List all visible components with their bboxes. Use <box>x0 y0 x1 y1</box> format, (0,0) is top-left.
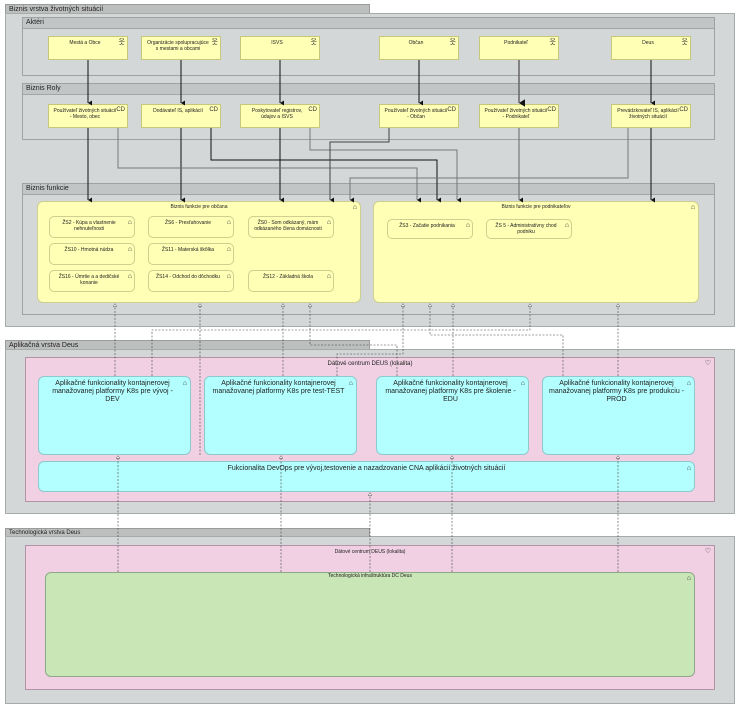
function-icon: ⌂ <box>226 219 231 226</box>
actor-icon: 웃 <box>118 39 125 46</box>
actor-icon: 웃 <box>310 39 317 46</box>
app-function-test[interactable]: Aplikačné funkcionality kontajnerovej ma… <box>204 376 357 455</box>
function-icon: ⌂ <box>127 246 132 253</box>
actors-group-title: Aktéri <box>23 18 714 29</box>
citizen-functions-title: Biznis funkcie pre občana <box>170 204 228 210</box>
function-label: ŽS 5 - Administratívny chod podniku <box>495 223 557 235</box>
role-label: Prevádzkovateľ IS, aplikácií životných s… <box>617 108 679 120</box>
function-label: ŽS12 - Základná škola <box>262 274 314 280</box>
app-function-dev[interactable]: Aplikačné funkcionality kontajnerovej ma… <box>38 376 191 455</box>
role-prevadzkovatel[interactable]: Prevádzkovateľ IS, aplikácií životných s… <box>611 104 691 128</box>
function-icon: ⌂ <box>226 246 231 253</box>
actor-icon: 웃 <box>549 39 556 46</box>
function-icon: ⌂ <box>686 575 691 582</box>
role-icon: CD <box>447 107 456 113</box>
function-zs2[interactable]: ŽS2 - Kúpa a vlastnenie nehnuteľnosti ⌂ <box>49 216 135 238</box>
actor-label: Mestá a Obce <box>69 40 101 46</box>
function-zs11[interactable]: ŽS11 - Materská škôlka ⌂ <box>148 243 234 265</box>
role-icon: CD <box>308 107 317 113</box>
business-functions-title: Biznis funkcie pre podnikateľov <box>501 204 571 210</box>
function-zs12[interactable]: ŽS12 - Základná škola ⌂ <box>248 270 334 292</box>
function-label: ŽS14 - Odchod do dôchodku <box>156 274 220 280</box>
function-zs10[interactable]: ŽS10 - Hmotná núdza ⌂ <box>49 243 135 265</box>
app-node-title: Dátové centrum DEUS (lokalita) <box>327 361 413 367</box>
function-label: ŽS2 - Kúpa a vlastnenie nehnuteľnosti <box>62 220 116 232</box>
app-function-devops[interactable]: Fukcionalita DevOps pre vývoj,testovenie… <box>38 461 695 492</box>
role-label: Poskytovateľ registrov, údajov a ISVS <box>251 108 303 120</box>
role-mesto-obec[interactable]: Používateľ životných situácií - Mesto, o… <box>48 104 128 128</box>
business-functions[interactable]: Biznis funkcie pre podnikateľov ⌂ <box>373 201 699 303</box>
function-label: ŽS6 - Presťahovanie <box>164 220 212 226</box>
actor-icon: 웃 <box>449 39 456 46</box>
function-label: ŽS3 - Začatie podnikania <box>399 223 455 229</box>
function-icon: ⌂ <box>564 222 569 229</box>
function-zs6[interactable]: ŽS6 - Presťahovanie ⌂ <box>148 216 234 238</box>
actor-podnikatel[interactable]: Podnikateľ 웃 <box>479 36 559 60</box>
role-icon: CD <box>209 107 218 113</box>
actor-label: Organizácie spolupracujúce s mestami a o… <box>147 40 209 52</box>
tech-infrastructure[interactable]: Technologická infraštruktúra DC Deus ⌂ <box>45 572 695 677</box>
function-label: ŽS0 - Som odkázaný, mám odkázaného člena… <box>254 220 322 232</box>
functions-group-title: Biznis funkcie <box>23 184 714 195</box>
actor-label: Podnikateľ <box>504 40 528 46</box>
app-function-label: Aplikačné funkcionality kontajnerovej ma… <box>385 380 516 403</box>
role-label: Používateľ životných situácií - Mesto, o… <box>53 108 117 120</box>
actor-obcan[interactable]: Občan 웃 <box>379 36 459 60</box>
function-icon: ⌂ <box>465 222 470 229</box>
function-icon: ⌂ <box>182 380 187 387</box>
function-zs5[interactable]: ŽS 5 - Administratívny chod podniku ⌂ <box>486 219 572 239</box>
tech-infra-label: Technologická infraštruktúra DC Deus <box>328 573 412 579</box>
function-icon: ⌂ <box>520 380 525 387</box>
function-label: ŽS11 - Materská škôlka <box>161 247 215 253</box>
function-label: ŽS16 - Úmrtie a a dedičské konanie <box>58 274 120 286</box>
role-dodavatel[interactable]: Dodávateľ IS, aplikácií CD <box>141 104 221 128</box>
app-function-edu[interactable]: Aplikačné funkcionality kontajnerovej ma… <box>376 376 529 455</box>
actor-label: Občan <box>408 40 424 46</box>
location-icon: ♡ <box>704 360 711 367</box>
role-icon: CD <box>116 107 125 113</box>
actor-isvs[interactable]: ISVS 웃 <box>240 36 320 60</box>
function-icon: ⌂ <box>326 273 331 280</box>
function-icon: ⌂ <box>127 273 132 280</box>
role-poskytovatel[interactable]: Poskytovateľ registrov, údajov a ISVS CD <box>240 104 320 128</box>
role-icon: CD <box>679 107 688 113</box>
role-podnikatel[interactable]: Používateľ životných situácií - Podnikat… <box>479 104 559 128</box>
actor-label: Deus <box>642 40 654 46</box>
function-icon: ⌂ <box>686 465 691 472</box>
function-icon: ⌂ <box>352 204 357 211</box>
actor-deus[interactable]: Deus 웃 <box>611 36 691 60</box>
role-icon: CD <box>547 107 556 113</box>
function-zs0[interactable]: ŽS0 - Som odkázaný, mám odkázaného člena… <box>248 216 334 238</box>
actor-mesta-obce[interactable]: Mestá a Obce 웃 <box>48 36 128 60</box>
devops-label: Fukcionalita DevOps pre vývoj,testovenie… <box>227 465 506 472</box>
actor-icon: 웃 <box>211 39 218 46</box>
app-function-label: Aplikačné funkcionality kontajnerovej ma… <box>549 380 685 403</box>
function-icon: ⌂ <box>686 380 691 387</box>
actor-icon: 웃 <box>681 39 688 46</box>
function-icon: ⌂ <box>348 380 353 387</box>
function-zs3[interactable]: ŽS3 - Začatie podnikania ⌂ <box>387 219 473 239</box>
app-function-label: Aplikačné funkcionality kontajnerovej ma… <box>52 380 173 403</box>
actor-organizacie[interactable]: Organizácie spolupracujúce s mestami a o… <box>141 36 221 60</box>
actors-group: Aktéri <box>22 17 715 76</box>
location-icon: ♡ <box>704 548 711 555</box>
function-zs14[interactable]: ŽS14 - Odchod do dôchodku ⌂ <box>148 270 234 292</box>
role-label: Používateľ životných situácií - Občan <box>384 108 448 120</box>
role-label: Dodávateľ IS, aplikácií <box>153 108 203 114</box>
app-function-prod[interactable]: Aplikačné funkcionality kontajnerovej ma… <box>542 376 695 455</box>
function-icon: ⌂ <box>690 204 695 211</box>
function-icon: ⌂ <box>226 273 231 280</box>
function-icon: ⌂ <box>326 219 331 226</box>
role-label: Používateľ životných situácií - Podnikat… <box>484 108 548 120</box>
actor-label: ISVS <box>271 40 283 46</box>
function-label: ŽS10 - Hmotná núdza <box>64 247 114 253</box>
function-icon: ⌂ <box>127 219 132 226</box>
function-zs16[interactable]: ŽS16 - Úmrtie a a dedičské konanie ⌂ <box>49 270 135 292</box>
app-function-label: Aplikačné funkcionality kontajnerovej ma… <box>212 380 345 395</box>
roles-group-title: Biznis Roly <box>23 84 714 95</box>
tech-node-title: Dátové centrum DEUS (lokalita) <box>334 549 406 555</box>
